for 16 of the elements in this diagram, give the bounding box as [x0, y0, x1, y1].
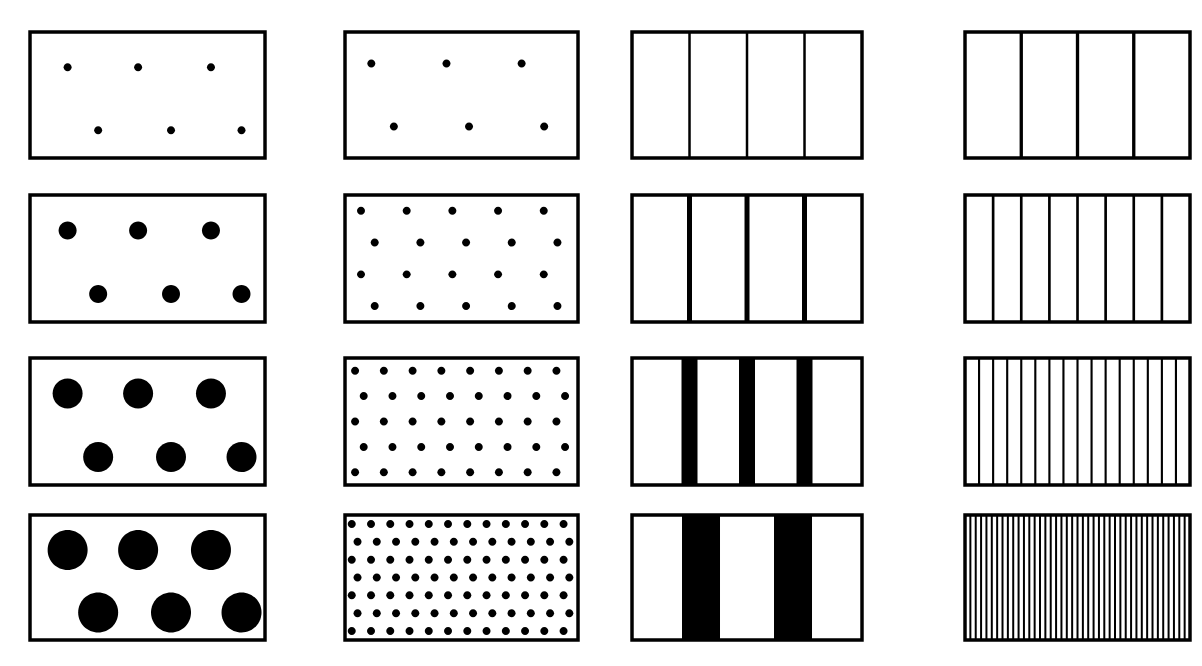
pattern-box: [630, 30, 864, 160]
pattern-box: [343, 193, 580, 324]
pattern-box: [343, 30, 580, 160]
pattern-box: [343, 513, 580, 642]
pattern-box: [963, 193, 1192, 324]
pattern-box: [963, 30, 1192, 160]
pattern-box: [28, 193, 267, 324]
pattern-box: [343, 356, 580, 487]
pattern-box: [630, 193, 864, 324]
pattern-box: [28, 356, 267, 487]
pattern-box: [630, 356, 864, 487]
pattern-box: [630, 513, 864, 642]
pattern-box: [28, 513, 267, 642]
pattern-box: [963, 513, 1192, 642]
pattern-box: [963, 356, 1192, 487]
pattern-box: [28, 30, 267, 160]
